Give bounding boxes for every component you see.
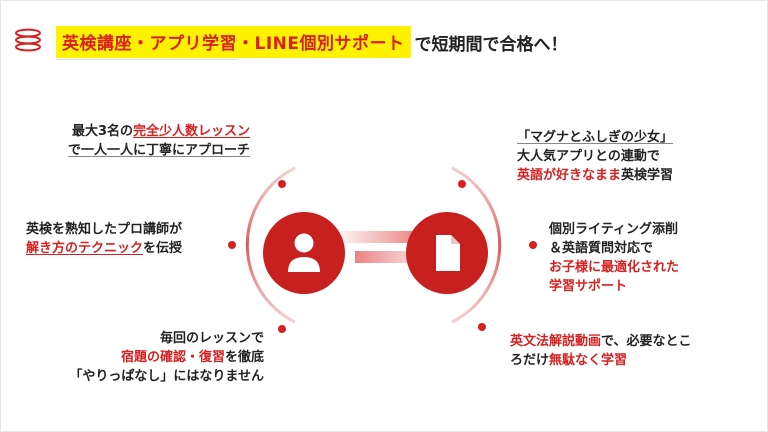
feature-highlight-text: 解き方のテクニック: [26, 241, 144, 256]
feature-highlight-text: 英語が好きなまま: [517, 168, 622, 183]
left-dot-bottom: [278, 325, 286, 333]
feature-grammar-line2: ろだけ無駄なく学習: [510, 351, 692, 370]
right-dot-top: [458, 180, 466, 188]
feature-highlight-text: 完全少人数レッスン: [132, 124, 250, 139]
document-icon: [406, 212, 488, 294]
right-dot-middle: [529, 241, 537, 249]
feature-homework-review: 毎回のレッスンで 宿題の確認・復習を徹底 「やりっぱなし」にはなりません: [30, 329, 264, 386]
feature-homework-line2: 宿題の確認・復習を徹底: [30, 348, 264, 367]
feature-pro-teacher-line2: 解き方のテクニックを伝授: [26, 239, 182, 258]
feature-app-line2: 大人気アプリとの連動で: [517, 149, 660, 164]
title-divider: [56, 59, 236, 60]
page-title-rest: で短期間で合格へ！: [414, 34, 568, 55]
feature-text: を伝授: [143, 241, 183, 256]
right-dot-bottom: [478, 323, 486, 331]
right-orbit-arc: [451, 166, 502, 324]
page-title-highlight: 英検講座・アプリ学習・LINE個別サポート: [56, 26, 411, 58]
feature-small-class-line2: で一人一人に丁寧にアプローチ: [67, 143, 250, 158]
feature-small-class-line1: 最大3名の完全少人数レッスン: [22, 122, 250, 141]
left-dot-top: [278, 180, 286, 188]
feature-app-line1: 「マグナとふしぎの少女」: [517, 130, 674, 145]
feature-highlight-text: 無駄なく学習: [549, 353, 628, 368]
feature-text: 最大3名の: [71, 124, 133, 139]
feature-small-class: 最大3名の完全少人数レッスン で一人一人に丁寧にアプローチ: [22, 122, 250, 160]
feature-pro-teacher-line1: 英検を熟知したプロ講師が: [26, 222, 183, 237]
feature-text: ろだけ: [510, 353, 550, 368]
feature-homework-line3: 「やりっぱなし」にはなりません: [69, 369, 264, 384]
feature-writing-support: 個別ライティング添削 ＆英語質問対応で お子様に最適化された 学習サポート: [549, 220, 679, 296]
feature-writing-line2: ＆英語質問対応で: [549, 241, 654, 256]
page-title: 英検講座・アプリ学習・LINE個別サポート で短期間で合格へ！: [56, 26, 568, 58]
feature-app-link: 「マグナとふしぎの少女」 大人気アプリとの連動で 英語が好きなまま英検学習: [517, 128, 673, 185]
user-icon: [263, 212, 345, 294]
feature-writing-line1: 個別ライティング添削: [549, 222, 678, 237]
left-dot-middle: [228, 241, 236, 249]
feature-app-line3: 英語が好きなまま英検学習: [517, 166, 673, 185]
feature-writing-line3: お子様に最適化された: [549, 260, 680, 275]
stacked-rings-logo-icon: [15, 28, 41, 52]
feature-text: で、必要なとこ: [601, 334, 692, 349]
left-orbit-arc: [245, 166, 296, 324]
feature-homework-line1: 毎回のレッスンで: [159, 331, 264, 346]
feature-text: を徹底: [224, 350, 264, 365]
feature-text: 英検学習: [621, 168, 674, 183]
feature-pro-teacher: 英検を熟知したプロ講師が 解き方のテクニックを伝授: [26, 220, 182, 258]
feature-highlight-text: 英文法解説動画: [510, 334, 602, 349]
feature-highlight-text: 宿題の確認・復習: [120, 350, 225, 365]
feature-grammar-video: 英文法解説動画で、必要なとこ ろだけ無駄なく学習: [510, 332, 692, 370]
feature-writing-line4: 学習サポート: [549, 279, 628, 294]
feature-grammar-line1: 英文法解説動画で、必要なとこ: [510, 332, 692, 351]
upper-connector-band: [340, 231, 418, 243]
